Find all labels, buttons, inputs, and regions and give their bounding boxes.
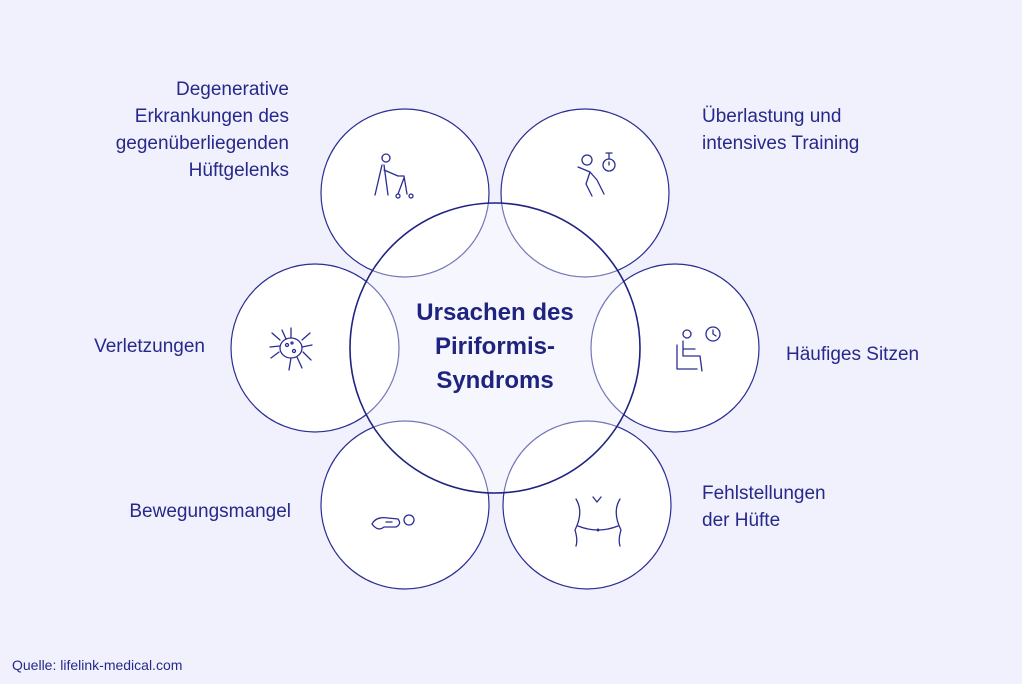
center-title-line: Piriformis- bbox=[434, 333, 556, 360]
center-title: Ursachen des Piriformis- Syndroms bbox=[395, 296, 595, 398]
label-line: Bewegungsmangel bbox=[129, 501, 291, 522]
source-note: Quelle: lifelink-medical.com bbox=[12, 657, 183, 673]
label-line: Erkrankungen des bbox=[134, 106, 289, 127]
label-line: Hüftgelenks bbox=[188, 160, 289, 181]
cause-circle-inactivity bbox=[320, 420, 490, 590]
sitting-clock-icon bbox=[676, 326, 721, 372]
center-circle bbox=[349, 202, 641, 494]
label-line: gegenüberliegenden bbox=[115, 133, 289, 154]
lying-person-icon bbox=[371, 514, 415, 530]
cause-circle-degenerative bbox=[320, 108, 490, 278]
center-title-line: Ursachen des bbox=[416, 299, 574, 326]
cause-circle-hip bbox=[502, 420, 672, 590]
label-hip: Fehlstellungen der Hüfte bbox=[702, 480, 826, 534]
running-stopwatch-icon bbox=[577, 152, 616, 197]
label-line: Fehlstellungen bbox=[702, 483, 826, 504]
injury-cell-icon bbox=[269, 327, 313, 371]
walker-person-icon bbox=[374, 153, 414, 199]
label-line: Überlastung und bbox=[702, 106, 842, 127]
label-line: Degenerative bbox=[175, 79, 289, 100]
label-degenerative: Degenerative Erkrankungen des gegenüberl… bbox=[116, 76, 289, 184]
hip-torso-icon bbox=[574, 496, 622, 547]
label-injury: Verletzungen bbox=[94, 333, 205, 360]
label-line: Häufiges Sitzen bbox=[786, 344, 920, 365]
label-line: intensives Training bbox=[702, 133, 860, 154]
label-line: Verletzungen bbox=[94, 336, 205, 357]
label-line: der Hüfte bbox=[702, 510, 781, 531]
cause-circle-overload bbox=[500, 108, 670, 278]
center-title-line: Syndroms bbox=[436, 367, 554, 394]
label-sitting: Häufiges Sitzen bbox=[786, 341, 919, 368]
label-overload: Überlastung und intensives Training bbox=[702, 103, 859, 157]
label-inactivity: Bewegungsmangel bbox=[129, 498, 291, 525]
